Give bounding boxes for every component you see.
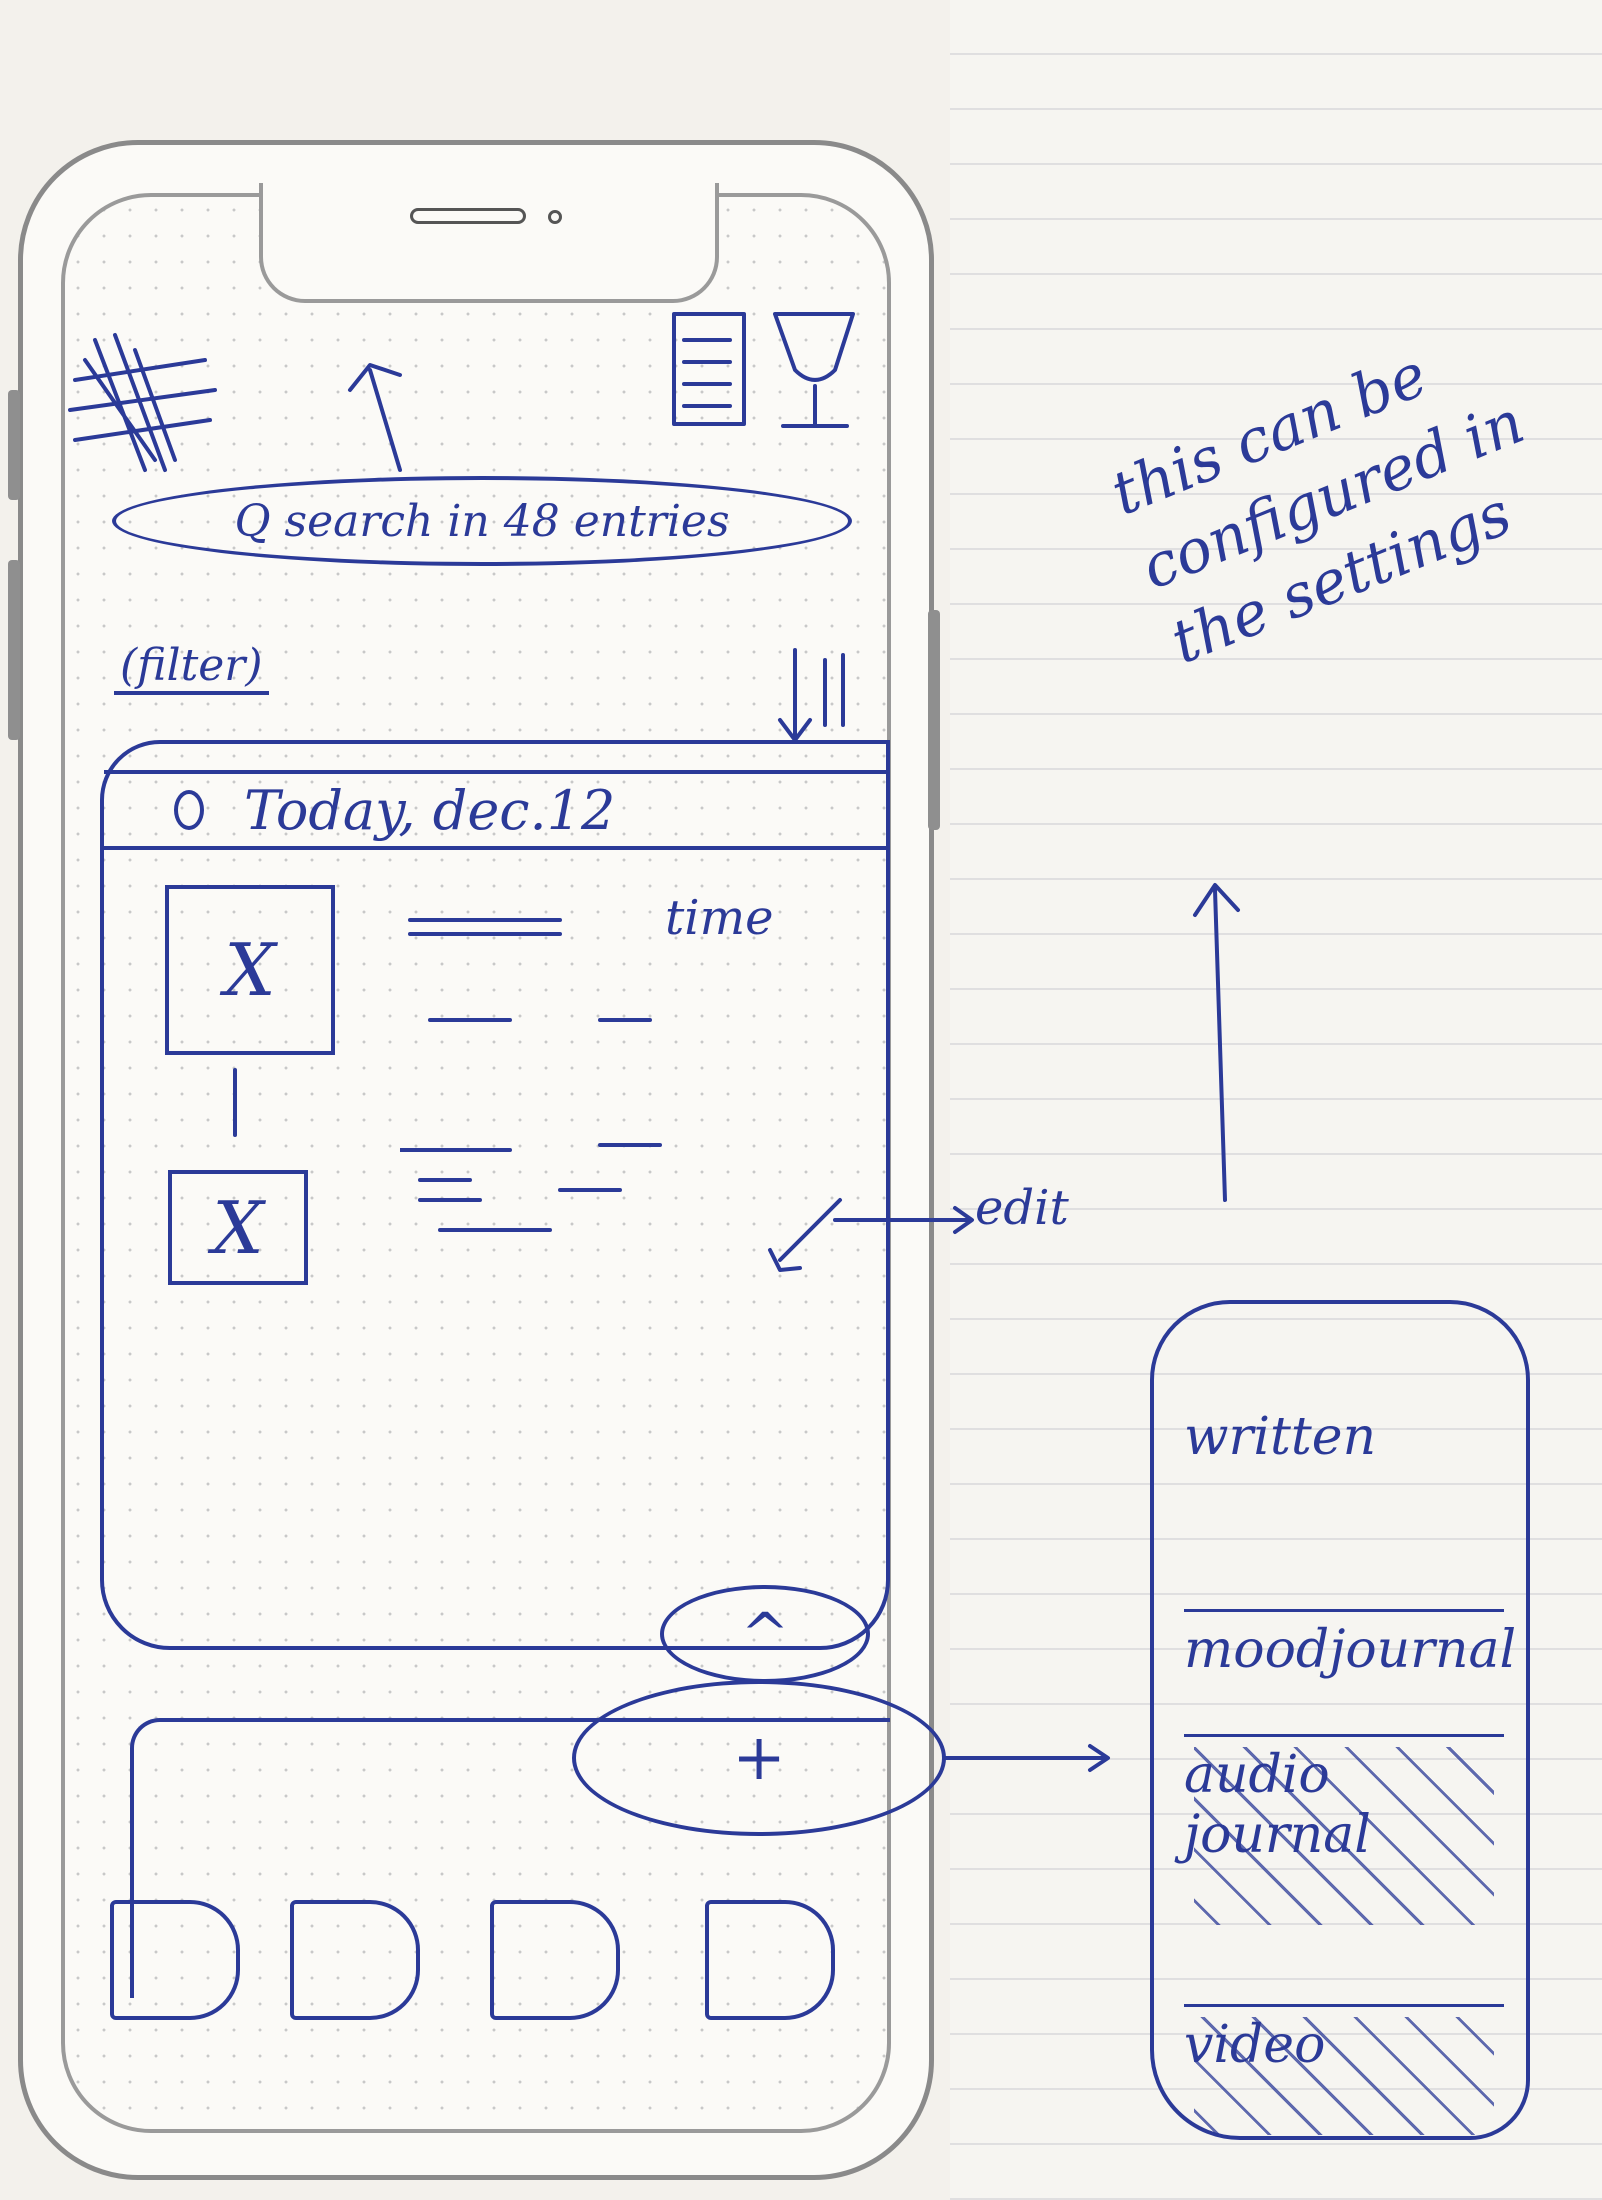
annotation-arrow [943, 1744, 1110, 1772]
journal-list-icon[interactable] [660, 300, 840, 440]
annotation-arrow [348, 363, 402, 472]
add-entry-menu: written moodjournal audio journal video [1150, 1300, 1530, 2140]
search-input[interactable]: Q search in 48 entries [112, 476, 852, 566]
time-label: time [665, 890, 774, 946]
bottom-bar [130, 1718, 890, 1998]
tab-1[interactable] [110, 1900, 240, 2020]
menu-item-video[interactable]: video [1184, 2004, 1504, 2135]
add-entry-button[interactable]: + [572, 1680, 946, 1836]
menu-item-written[interactable]: written [1184, 1407, 1377, 1467]
speaker-icon [410, 208, 526, 224]
annotation-arrow [833, 1206, 974, 1234]
volume-button [8, 390, 20, 500]
volume-button [8, 560, 20, 740]
entry-text-placeholder [400, 918, 662, 1232]
date-header: Today, dec.12 [104, 770, 886, 850]
entry-thumbnail[interactable]: X [168, 1170, 308, 1285]
mood-cup-icon[interactable] [765, 300, 865, 440]
entry-thumbnail[interactable]: X [165, 885, 335, 1055]
menu-item-moodjournal[interactable]: moodjournal [1184, 1609, 1516, 1680]
connector-line [233, 1068, 237, 1137]
annotation-arrow [1193, 883, 1240, 1202]
clock-icon [174, 790, 204, 830]
date-label: Today, dec.12 [244, 778, 616, 842]
filter-button[interactable]: (filter) [114, 640, 269, 695]
tab-3[interactable] [490, 1900, 620, 2020]
edit-annotation: edit [975, 1180, 1069, 1236]
camera-icon [548, 210, 562, 224]
scroll-up-button[interactable]: ^ [660, 1585, 870, 1683]
menu-item-audio-journal[interactable]: audio journal [1184, 1734, 1504, 1925]
hamburger-scribble-icon[interactable] [55, 320, 235, 480]
tab-4[interactable] [705, 1900, 835, 2020]
entries-card: Today, dec.12 [100, 740, 890, 1650]
phone-notch [259, 183, 719, 303]
tab-2[interactable] [290, 1900, 420, 2020]
sort-icon[interactable] [775, 640, 855, 750]
edit-icon[interactable] [760, 1190, 860, 1280]
power-button [928, 610, 940, 830]
